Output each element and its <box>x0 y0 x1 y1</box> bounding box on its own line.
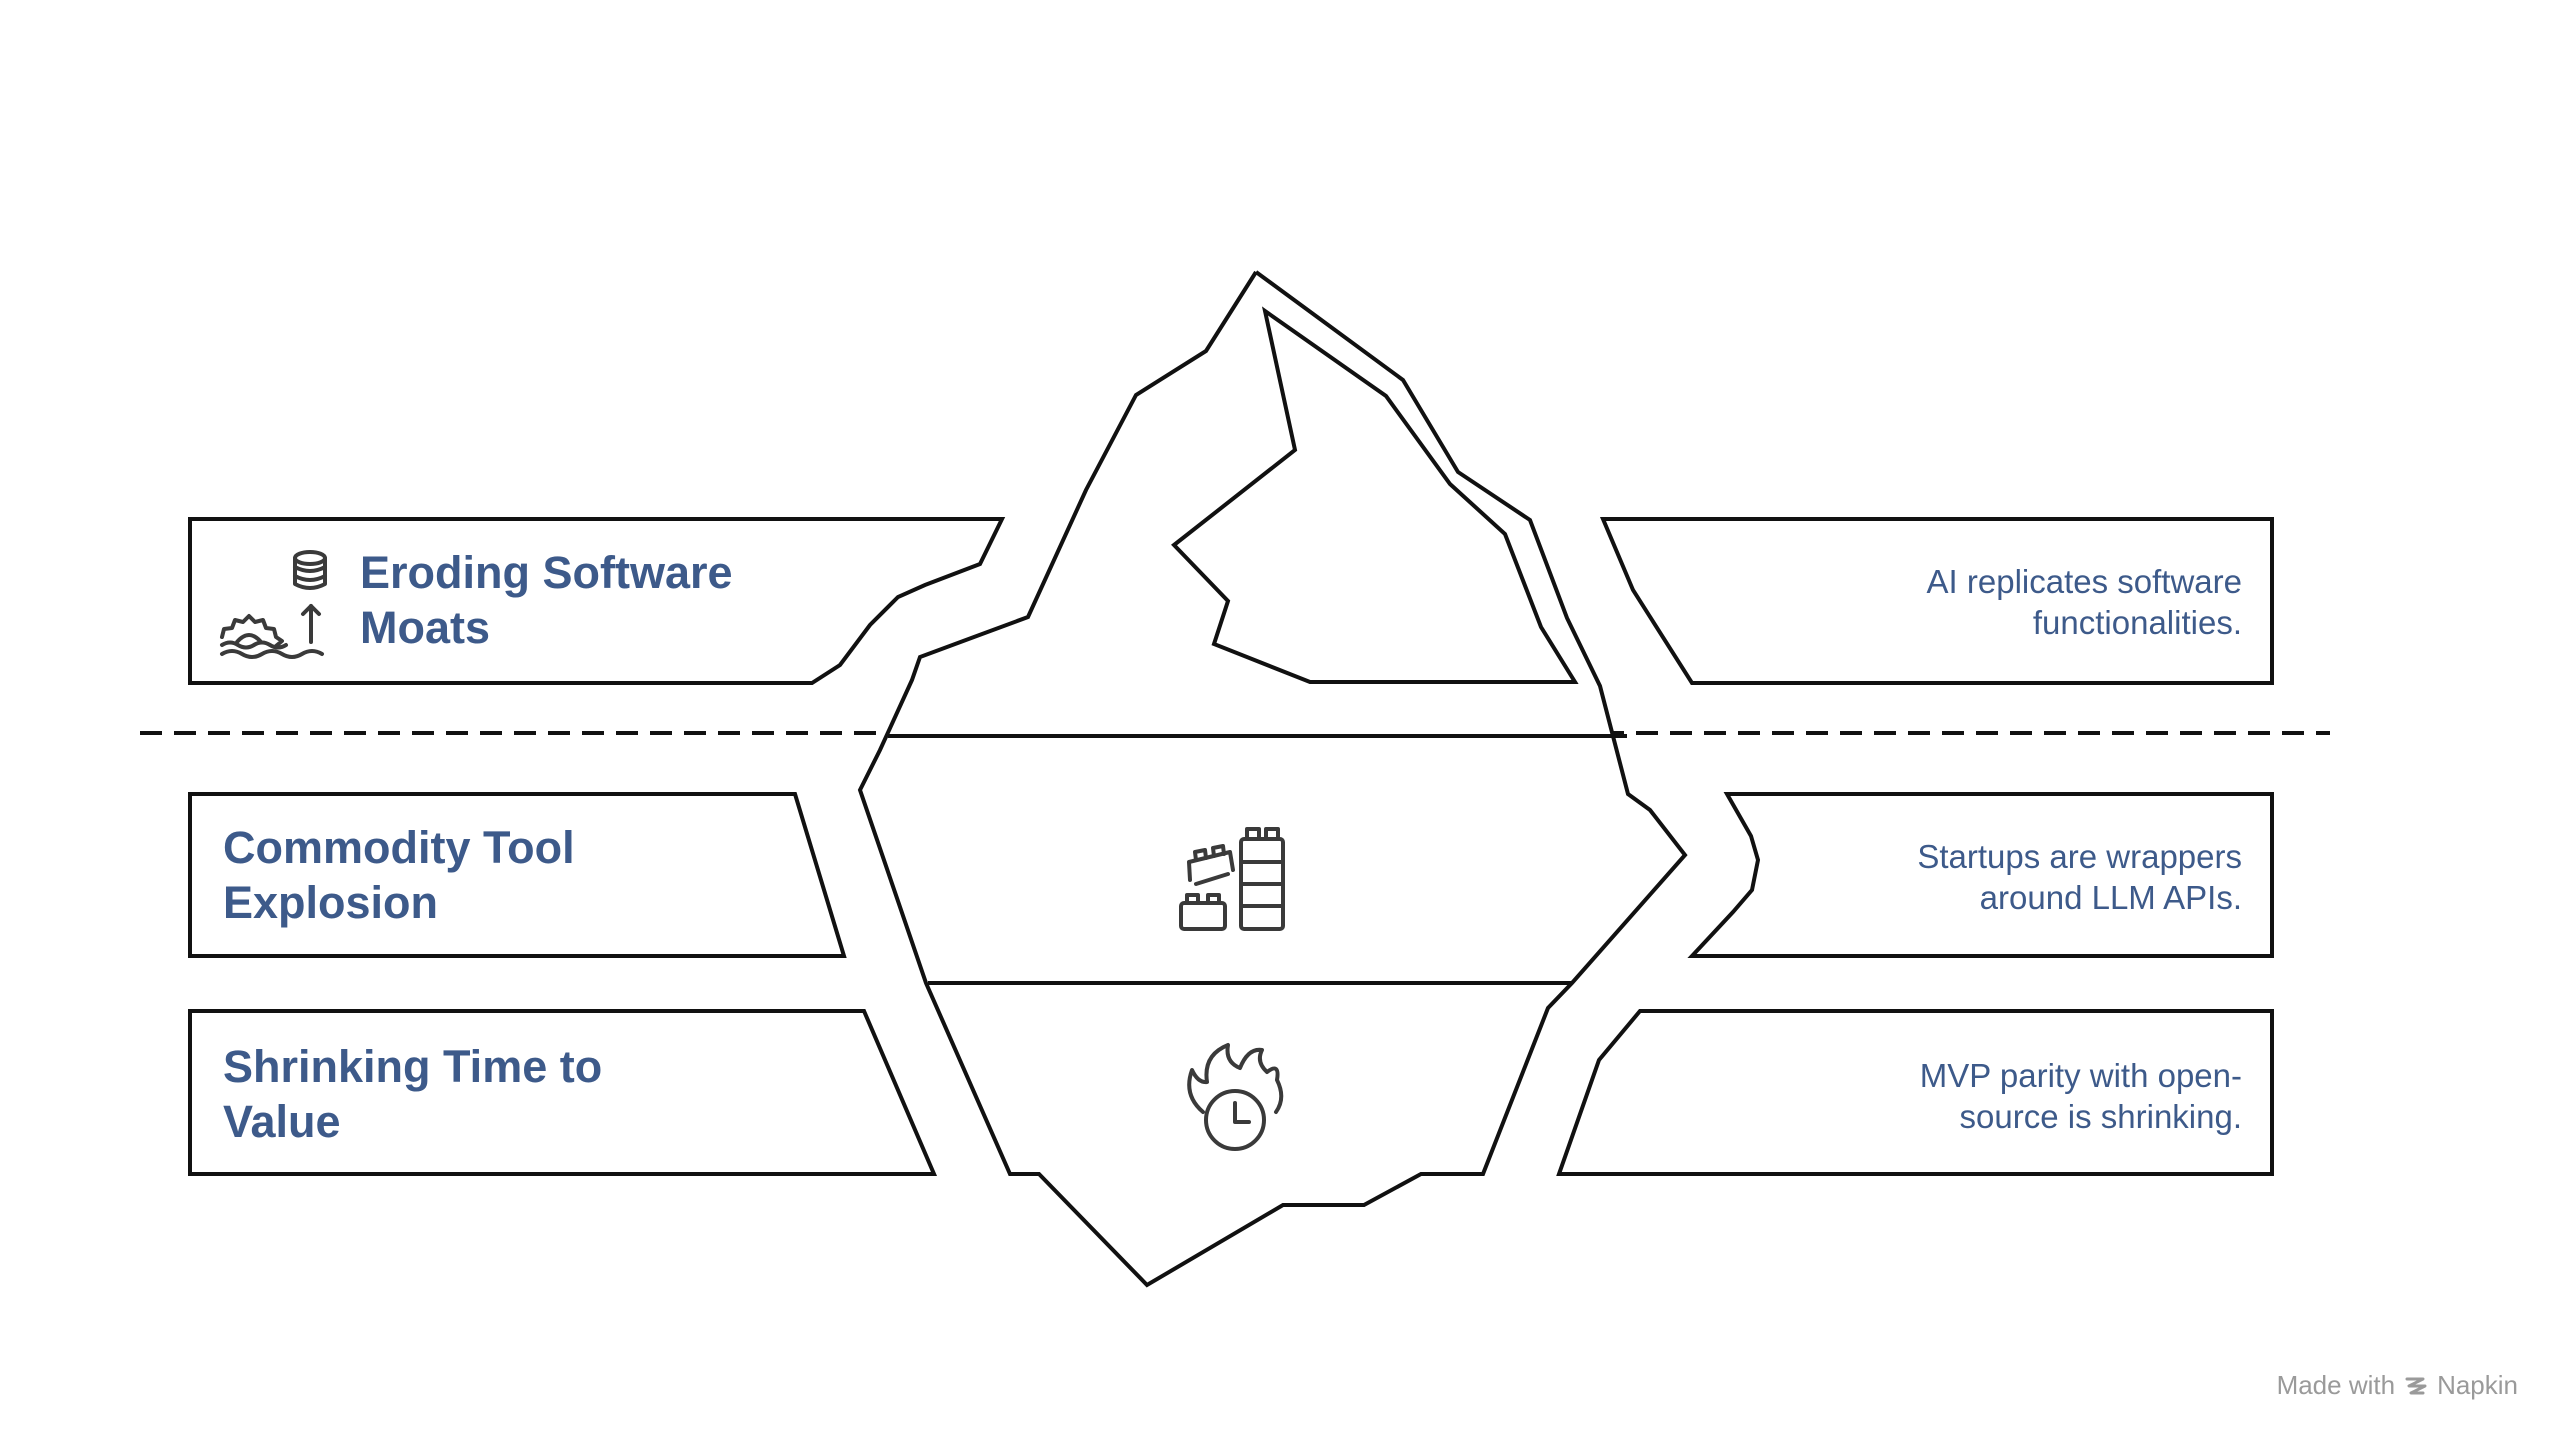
layer-3-description: MVP parity with open- source is shrinkin… <box>1920 1055 2242 1137</box>
layer-2-title: Commodity Tool Explosion <box>223 820 575 930</box>
layer-2-description: Startups are wrappers around LLM APIs. <box>1917 836 2242 918</box>
iceberg-fill <box>860 272 1685 1285</box>
layer-1-title: Eroding Software Moats <box>360 545 733 655</box>
footer-credit: Made with Napkin <box>2277 1370 2518 1401</box>
napkin-brand-label: Napkin <box>2437 1370 2518 1401</box>
napkin-logo-icon <box>2403 1373 2429 1399</box>
layer-3-title: Shrinking Time to Value <box>223 1039 602 1149</box>
layer-1-description: AI replicates software functionalities. <box>1927 561 2242 643</box>
made-with-label: Made with <box>2277 1370 2396 1401</box>
